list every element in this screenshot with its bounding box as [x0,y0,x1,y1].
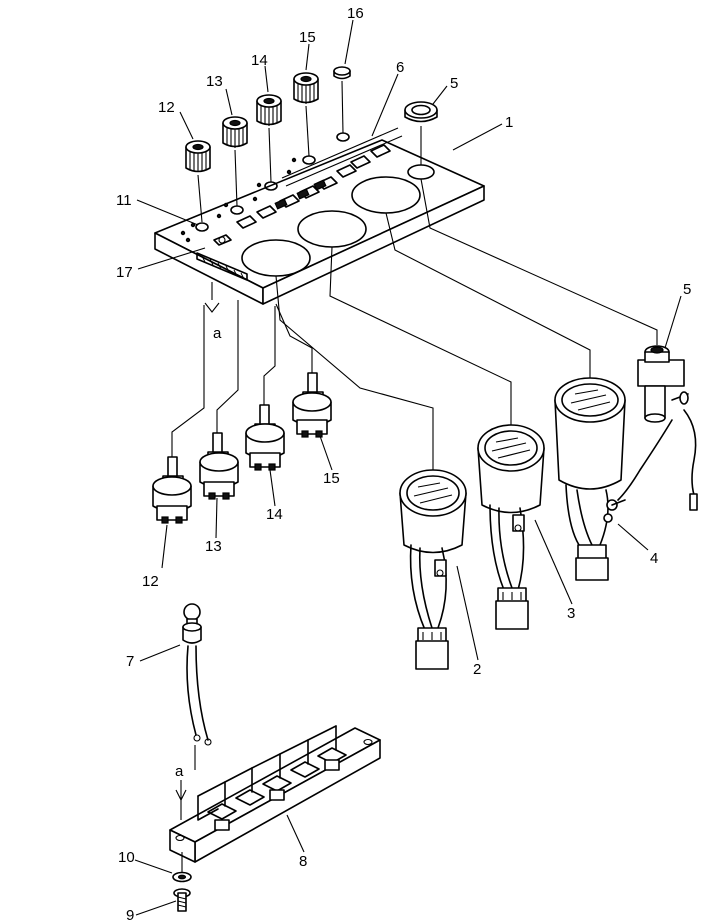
screw-9 [173,888,191,912]
assembly-lines-gauges [275,212,591,470]
washer-10 [172,852,192,883]
callout-10: 10 [118,849,135,866]
callout-14-top: 14 [251,52,268,69]
ref-a-top: a [213,325,222,342]
callout-labels: 1 2 3 4 5 5 6 7 8 9 10 11 12 12 13 13 14… [116,5,691,923]
gauge-4 [554,377,626,581]
callout-4: 4 [650,550,658,567]
callout-13-top: 13 [206,73,223,90]
callout-15-top: 15 [299,29,316,46]
callout-7: 7 [126,653,134,670]
switch-body-12 [152,456,192,524]
callout-14-bottom: 14 [266,506,283,523]
callout-12-bottom: 12 [142,573,159,590]
ref-a-bottom: a [175,763,184,780]
gauge-3 [477,424,545,630]
callout-5-top: 5 [450,75,458,92]
callout-11: 11 [116,192,132,209]
switch-body-13 [199,432,239,500]
callout-2: 2 [473,661,481,678]
callout-6: 6 [396,59,404,76]
bracket-8 [169,725,381,863]
callout-16: 16 [347,5,364,22]
sender-unit-5 [420,178,698,511]
instrument-panel [154,127,485,305]
callout-3: 3 [567,605,575,622]
callout-13-bottom: 13 [205,538,222,555]
lamp-socket-7 [182,603,212,770]
knob-15 [293,72,319,104]
callout-12-top: 12 [158,99,175,116]
callout-9: 9 [126,907,134,923]
switch-body-14 [245,404,285,471]
gauge-2 [399,469,467,670]
switch-body-15 [292,372,332,438]
callout-5-right: 5 [683,281,691,298]
knob-13 [222,116,248,148]
callout-1: 1 [505,114,513,131]
callout-leaders [134,19,682,916]
assembly-lines-switches [171,300,313,457]
bezel-ring-5-top [404,101,438,123]
callout-15-bottom: 15 [323,470,340,487]
knob-12 [185,140,211,173]
ref-a-top-marker [204,282,220,313]
cap-16 [333,66,351,80]
callout-17: 17 [116,264,133,281]
callout-8: 8 [299,853,307,870]
knob-14 [256,94,282,126]
assembly-lines-top [197,80,422,223]
